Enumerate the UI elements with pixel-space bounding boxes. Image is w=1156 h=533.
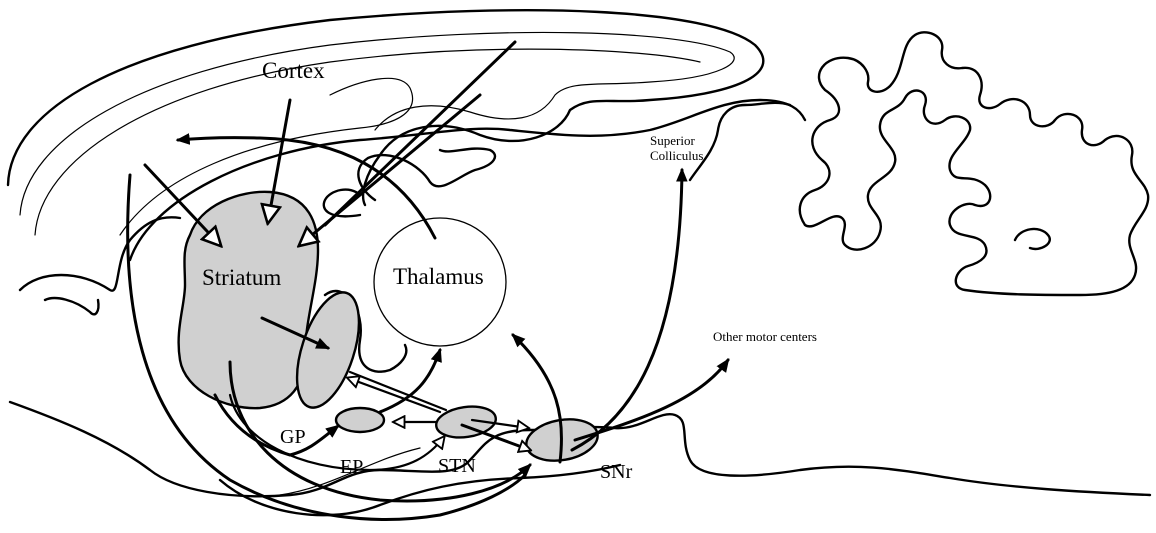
midbrain-ridge	[324, 190, 360, 217]
label-ep: EP	[340, 456, 363, 478]
label-thalamus: Thalamus	[393, 264, 484, 289]
label-other-motor-centers: Other motor centers	[713, 329, 817, 344]
cerebellum-inner-fold	[1015, 229, 1050, 249]
cerebellum	[800, 32, 1148, 295]
cortex-inner-fold-2	[35, 49, 700, 235]
arrow-cortex-thalamus-diag	[325, 42, 515, 225]
label-superior-colliculus-2: Colliculus	[650, 148, 703, 163]
label-snr: SNr	[600, 461, 633, 483]
frontal-curve	[20, 217, 180, 290]
label-stn: STN	[438, 455, 476, 477]
label-cortex: Cortex	[262, 58, 325, 83]
label-gp: GP	[280, 426, 306, 448]
colliculus-outline	[690, 103, 790, 180]
arrow-stn-snr-lower	[462, 425, 530, 450]
olfactory-outline	[45, 298, 98, 314]
ep-shape	[336, 408, 384, 432]
label-striatum: Striatum	[202, 265, 281, 290]
arrow-ep-thalamus	[380, 350, 440, 412]
arrow-cortex-striatum-left	[145, 165, 220, 245]
label-superior-colliculus-1: Superior	[650, 133, 695, 148]
